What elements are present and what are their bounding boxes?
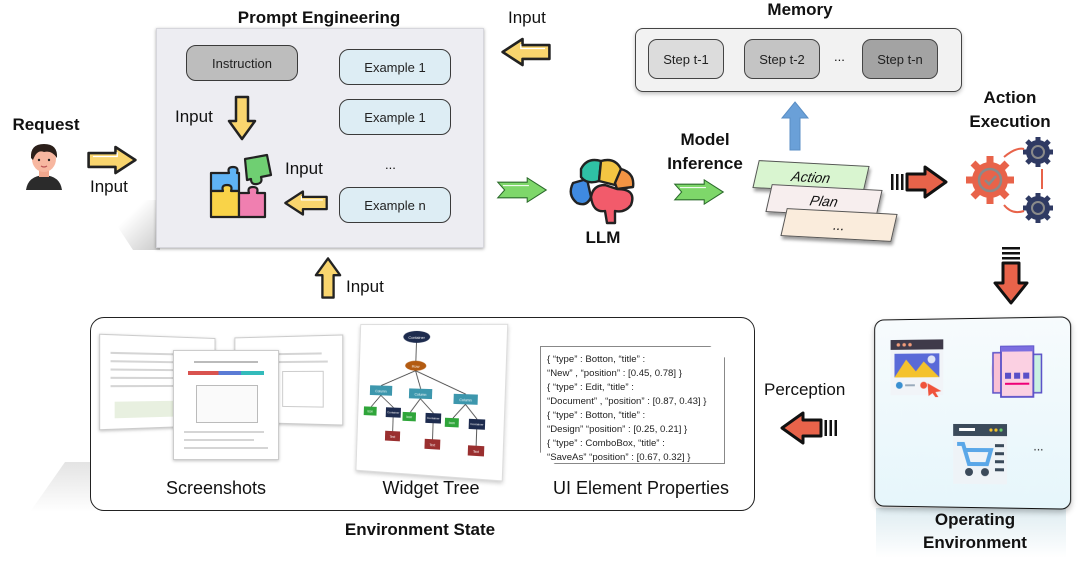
widget-tree-diagram: Container Row Column Column Column Icon … <box>356 324 509 482</box>
ui-property-line: { “type” : ComboBox, “title” : <box>547 437 718 451</box>
action-execution-line1: Action <box>955 88 1065 108</box>
input-arrow-left <box>283 189 329 217</box>
instruction-box: Instruction <box>186 45 298 81</box>
execute-arrow-down <box>993 245 1029 305</box>
input-arrow-down <box>227 95 257 141</box>
model-inference-line1: Model <box>655 130 755 150</box>
ui-property-line: “Design” “position” : [0.25, 0.21] } <box>547 423 718 437</box>
ui-property-line: { “type” : Edit, “title” : <box>547 381 718 395</box>
web-pages-icon <box>991 340 1044 403</box>
shopping-app-icon <box>953 424 1007 484</box>
tree-node-text: Text <box>429 443 435 447</box>
tree-node-root: Container <box>408 335 425 340</box>
memory-panel: Step t-1 Step t-2 ... Step t-n <box>635 28 962 92</box>
input-arrow-right <box>86 144 138 176</box>
input-arrow-up <box>314 255 342 301</box>
example-box: Example n <box>339 187 451 223</box>
ui-property-line: “SaveAs” “position” : [0.67, 0.32] } <box>547 451 718 465</box>
tree-node-text: Text <box>390 435 396 439</box>
input-arrow-left <box>500 36 552 68</box>
execute-arrow-right <box>888 164 950 200</box>
screenshot-thumbnail <box>173 350 279 460</box>
top-input-label: Input <box>508 8 546 28</box>
puzzle-icon <box>209 153 277 219</box>
example-box: Example 1 <box>339 99 451 135</box>
flow-arrow-right <box>496 177 548 203</box>
memory-step: Step t-1 <box>648 39 724 79</box>
perception-arrow-left <box>778 410 840 446</box>
gears-cycle-icon <box>960 135 1060 225</box>
memory-step: Step t-n <box>862 39 938 79</box>
request-input-label: Input <box>90 177 128 197</box>
tree-node-icon: Icon <box>367 409 373 413</box>
operating-environment-line2: Environment <box>880 533 1070 553</box>
llm-label: LLM <box>565 228 641 248</box>
environment-state-title: Environment State <box>280 520 560 540</box>
output-card-more: ... <box>780 208 897 242</box>
prompt-engineering-title: Prompt Engineering <box>156 8 482 28</box>
memory-step: Step t-2 <box>744 39 820 79</box>
operating-environment-line1: Operating <box>880 510 1070 530</box>
bottom-input-label: Input <box>346 277 384 297</box>
person-avatar-icon <box>22 140 66 190</box>
ui-properties-list: { “type” : Botton, “title” : “New” , “po… <box>540 346 725 464</box>
tree-node-icon: Icon <box>406 415 412 419</box>
tree-node-row: Row <box>412 364 420 369</box>
widget-tree-label: Widget Tree <box>361 478 501 499</box>
examples-ellipsis: ... <box>385 157 396 172</box>
ui-property-line: { “type” : Botton, “title” : <box>547 353 718 367</box>
tree-node-container: Container <box>387 410 399 415</box>
tree-node-container: Container <box>470 422 483 427</box>
op-env-ellipsis: ... <box>1033 439 1043 453</box>
image-editor-icon <box>891 339 946 397</box>
action-execution-line2: Execution <box>955 112 1065 132</box>
tree-node-container: Container <box>427 416 440 421</box>
memory-title: Memory <box>740 0 860 20</box>
prompt-engineering-panel: Instruction Example 1 Example 1 ... Exam… <box>156 28 484 248</box>
flow-arrow-right <box>673 179 725 205</box>
perception-label: Perception <box>764 380 845 400</box>
ui-property-line: “Document” , “position” : [0.87, 0.43] } <box>547 395 718 409</box>
operating-environment-panel: ... <box>874 316 1071 509</box>
tree-node-column: Column <box>459 398 472 403</box>
instruction-input-label: Input <box>175 107 213 127</box>
tree-node-column: Column <box>375 389 387 393</box>
model-inference-line2: Inference <box>655 154 755 174</box>
examples-input-label: Input <box>285 159 323 179</box>
example-box: Example 1 <box>339 49 451 85</box>
ui-properties-label: UI Element Properties <box>541 478 741 499</box>
ui-property-line: “New” , “position” : [0.45, 0.78] } <box>547 367 718 381</box>
brain-icon <box>565 155 641 225</box>
screenshots-label: Screenshots <box>141 478 291 499</box>
tree-node-icon: Icon <box>449 421 455 425</box>
request-title: Request <box>6 115 86 135</box>
memory-arrow-up <box>780 100 810 152</box>
panel-shadow <box>100 200 160 250</box>
memory-ellipsis: ... <box>834 49 845 64</box>
tree-node-column: Column <box>414 392 426 397</box>
tree-node-text: Text <box>473 450 479 455</box>
ui-property-line: { “type” : Botton, “title” : <box>547 409 718 423</box>
